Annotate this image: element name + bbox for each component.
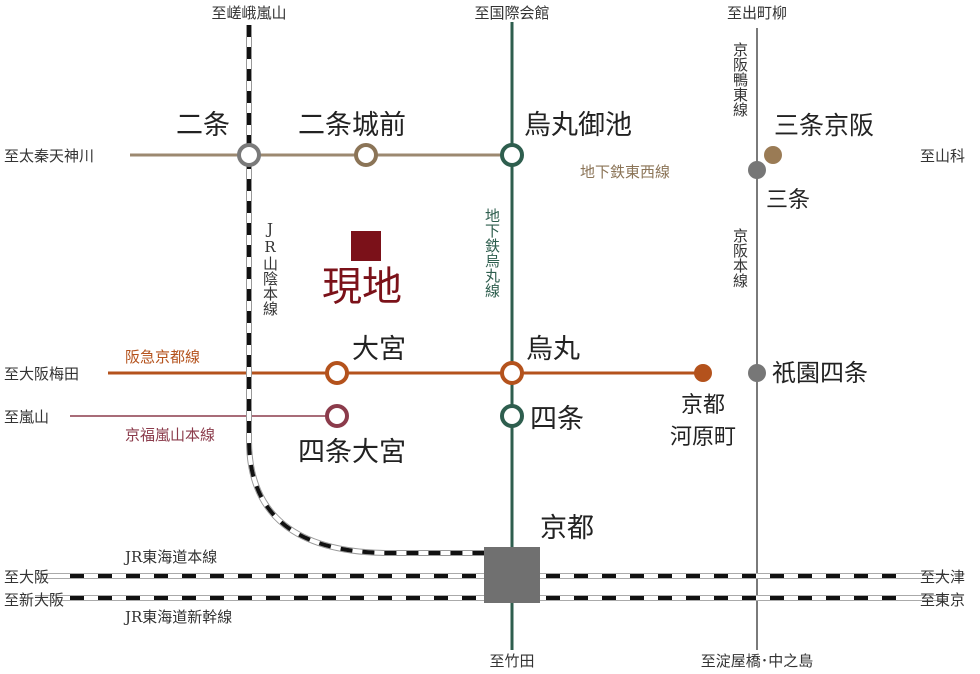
dest-kokusai: 至国際会館 [474,4,549,22]
sanjo-keihan-station-marker [764,146,782,164]
jr-sanin-line [246,25,485,556]
dest-otsu: 至大津 [920,568,965,586]
dest-arashiyama: 至嵐山 [4,408,49,426]
station-kyoto: 京都 [540,513,594,544]
label-sanin: JR山陰本線 [261,220,279,316]
site-marker [351,231,381,261]
label-hankyu: 阪急京都線 [125,348,200,366]
karasuma-station-marker [500,361,524,385]
station-gion-shijo: 祇園四条 [772,359,868,387]
label-karasuma-line: 地下鉄烏丸線 [483,208,501,298]
shijo-omiya-station-marker [325,404,349,428]
dest-umeda: 至大阪梅田 [4,365,79,383]
station-shijo: 四条 [530,404,584,435]
label-randen: 京福嵐山本線 [125,426,215,444]
station-sanjo: 三条 [766,188,810,213]
label-keihan-main: 京阪本線 [731,228,749,288]
site-label: 現地 [322,264,402,310]
nijo-station-marker [237,143,261,167]
dest-yamashina: 至山科 [920,147,965,165]
karasuma-oike-station-marker [500,143,524,167]
dest-sagano: 至嵯峨嵐山 [211,4,286,22]
station-kawaramachi-1: 京都 [681,393,725,418]
dest-osaka: 至大阪 [4,568,49,586]
label-shinkansen: JR東海道新幹線 [123,608,232,626]
label-tokaido: JR東海道本線 [123,548,217,566]
station-shijo-omiya: 四条大宮 [298,437,406,468]
shijo-station-marker [500,404,524,428]
label-keihan-oto: 京阪鴨東線 [731,42,749,117]
station-kawaramachi-2: 河原町 [670,425,736,450]
dest-yodoyabashi: 至淀屋橋･中之島 [701,652,814,670]
sanjo-station-marker [748,161,766,179]
station-omiya: 大宮 [352,334,406,365]
station-nijojo-mae: 二条城前 [298,110,406,141]
kyoto-station-marker [484,547,540,603]
kawaramachi-station-marker [694,364,712,382]
nijojo-mae-station-marker [354,143,378,167]
station-nijo: 二条 [176,110,230,141]
dest-demachi: 至出町柳 [727,4,787,22]
gion-shijo-station-marker [748,364,766,382]
station-sanjo-keihan: 三条京阪 [774,111,874,140]
dest-shinosaka: 至新大阪 [4,591,64,609]
dest-tokyo: 至東京 [920,591,965,609]
station-karasuma-oike: 烏丸御池 [524,110,632,141]
dest-uzumasa: 至太秦天神川 [4,147,94,165]
dest-takeda: 至竹田 [489,652,534,670]
station-karasuma: 烏丸 [526,334,580,365]
label-tozai: 地下鉄東西線 [580,163,670,181]
omiya-station-marker [325,361,349,385]
